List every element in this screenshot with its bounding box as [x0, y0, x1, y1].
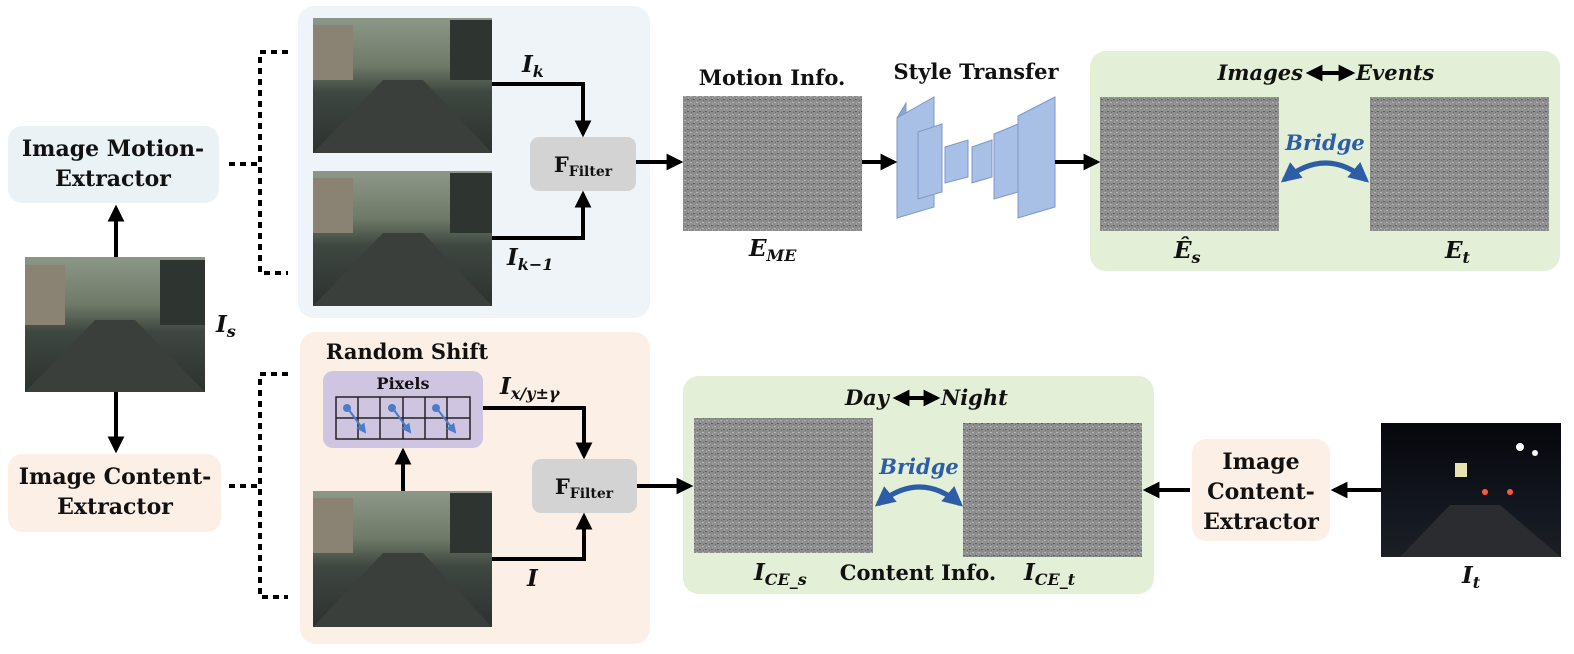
label-i-ce-t: ICE_t — [1023, 559, 1076, 589]
pixels-box: Pixels — [323, 371, 483, 448]
target-night-image — [1381, 423, 1561, 557]
style-transfer-network — [896, 96, 1056, 219]
content-extractor-left-line2: Extractor — [57, 494, 173, 520]
frame-k-image — [313, 18, 492, 153]
i-ce-t-map — [963, 423, 1142, 557]
label-i-t: It — [1461, 562, 1481, 592]
image-content-extractor-right: Image Content- Extractor — [1192, 439, 1330, 541]
filter-box-top: FFilter — [530, 137, 636, 191]
random-shift-title: Random Shift — [326, 339, 488, 364]
image-content-extractor-left: Image Content- Extractor — [8, 454, 221, 532]
label-i-k: Ik — [521, 51, 544, 81]
source-image — [25, 257, 205, 392]
images-title: Images — [1216, 60, 1303, 85]
filter-box-bottom: FFilter — [532, 459, 637, 513]
bridge-arrow-top — [1280, 160, 1370, 183]
style-transfer-title: Style Transfer — [893, 59, 1059, 84]
bridge-label-top: Bridge — [1284, 130, 1365, 155]
night-title: Night — [940, 385, 1008, 410]
motion-extractor-line2: Extractor — [55, 166, 171, 192]
content-extractor-right-line1: Image — [1222, 449, 1299, 475]
day-title: Day — [844, 385, 891, 410]
frame-k-minus-1-image — [313, 171, 492, 306]
content-extractor-left-line1: Image Content- — [19, 464, 212, 490]
filter-top-sub: Filter — [569, 164, 613, 180]
label-i-plain: I — [526, 565, 539, 592]
e-s-hat-map — [1100, 97, 1279, 231]
filter-bottom-sub: Filter — [570, 486, 614, 502]
label-e-me: EME — [748, 235, 797, 265]
content-extractor-right-line3: Extractor — [1203, 509, 1319, 535]
svg-text:FFilter: FFilter — [555, 474, 614, 502]
motion-info-map — [683, 96, 862, 231]
label-i-k-1: Ik−1 — [506, 244, 553, 274]
bridge-label-bottom: Bridge — [878, 454, 959, 479]
label-i-ce-s: ICE_s — [753, 559, 807, 589]
motion-info-title: Motion Info. — [699, 65, 846, 90]
pixels-label: Pixels — [377, 374, 430, 393]
image-motion-extractor: Image Motion- Extractor — [8, 126, 219, 203]
label-e-t: Et — [1444, 237, 1471, 267]
events-title: Events — [1355, 60, 1435, 85]
filter-bottom-base: F — [555, 474, 570, 499]
content-info-title: Content Info. — [840, 560, 996, 585]
label-e-s-hat: Ês — [1173, 237, 1201, 267]
e-t-map — [1370, 97, 1549, 231]
filter-top-base: F — [554, 152, 569, 177]
bridge-arrow-bottom — [874, 484, 964, 507]
content-extractor-right-line2: Content- — [1207, 479, 1315, 505]
label-i-shift: Ix/y±γ — [499, 373, 561, 403]
svg-text:FFilter: FFilter — [554, 152, 613, 180]
label-i-s: Is — [215, 311, 236, 341]
dotted-brackets — [229, 50, 288, 599]
flow-arrows — [107, 64, 1381, 561]
motion-extractor-line1: Image Motion- — [22, 136, 204, 162]
i-ce-s-map — [694, 418, 873, 553]
plain-image — [313, 491, 492, 627]
